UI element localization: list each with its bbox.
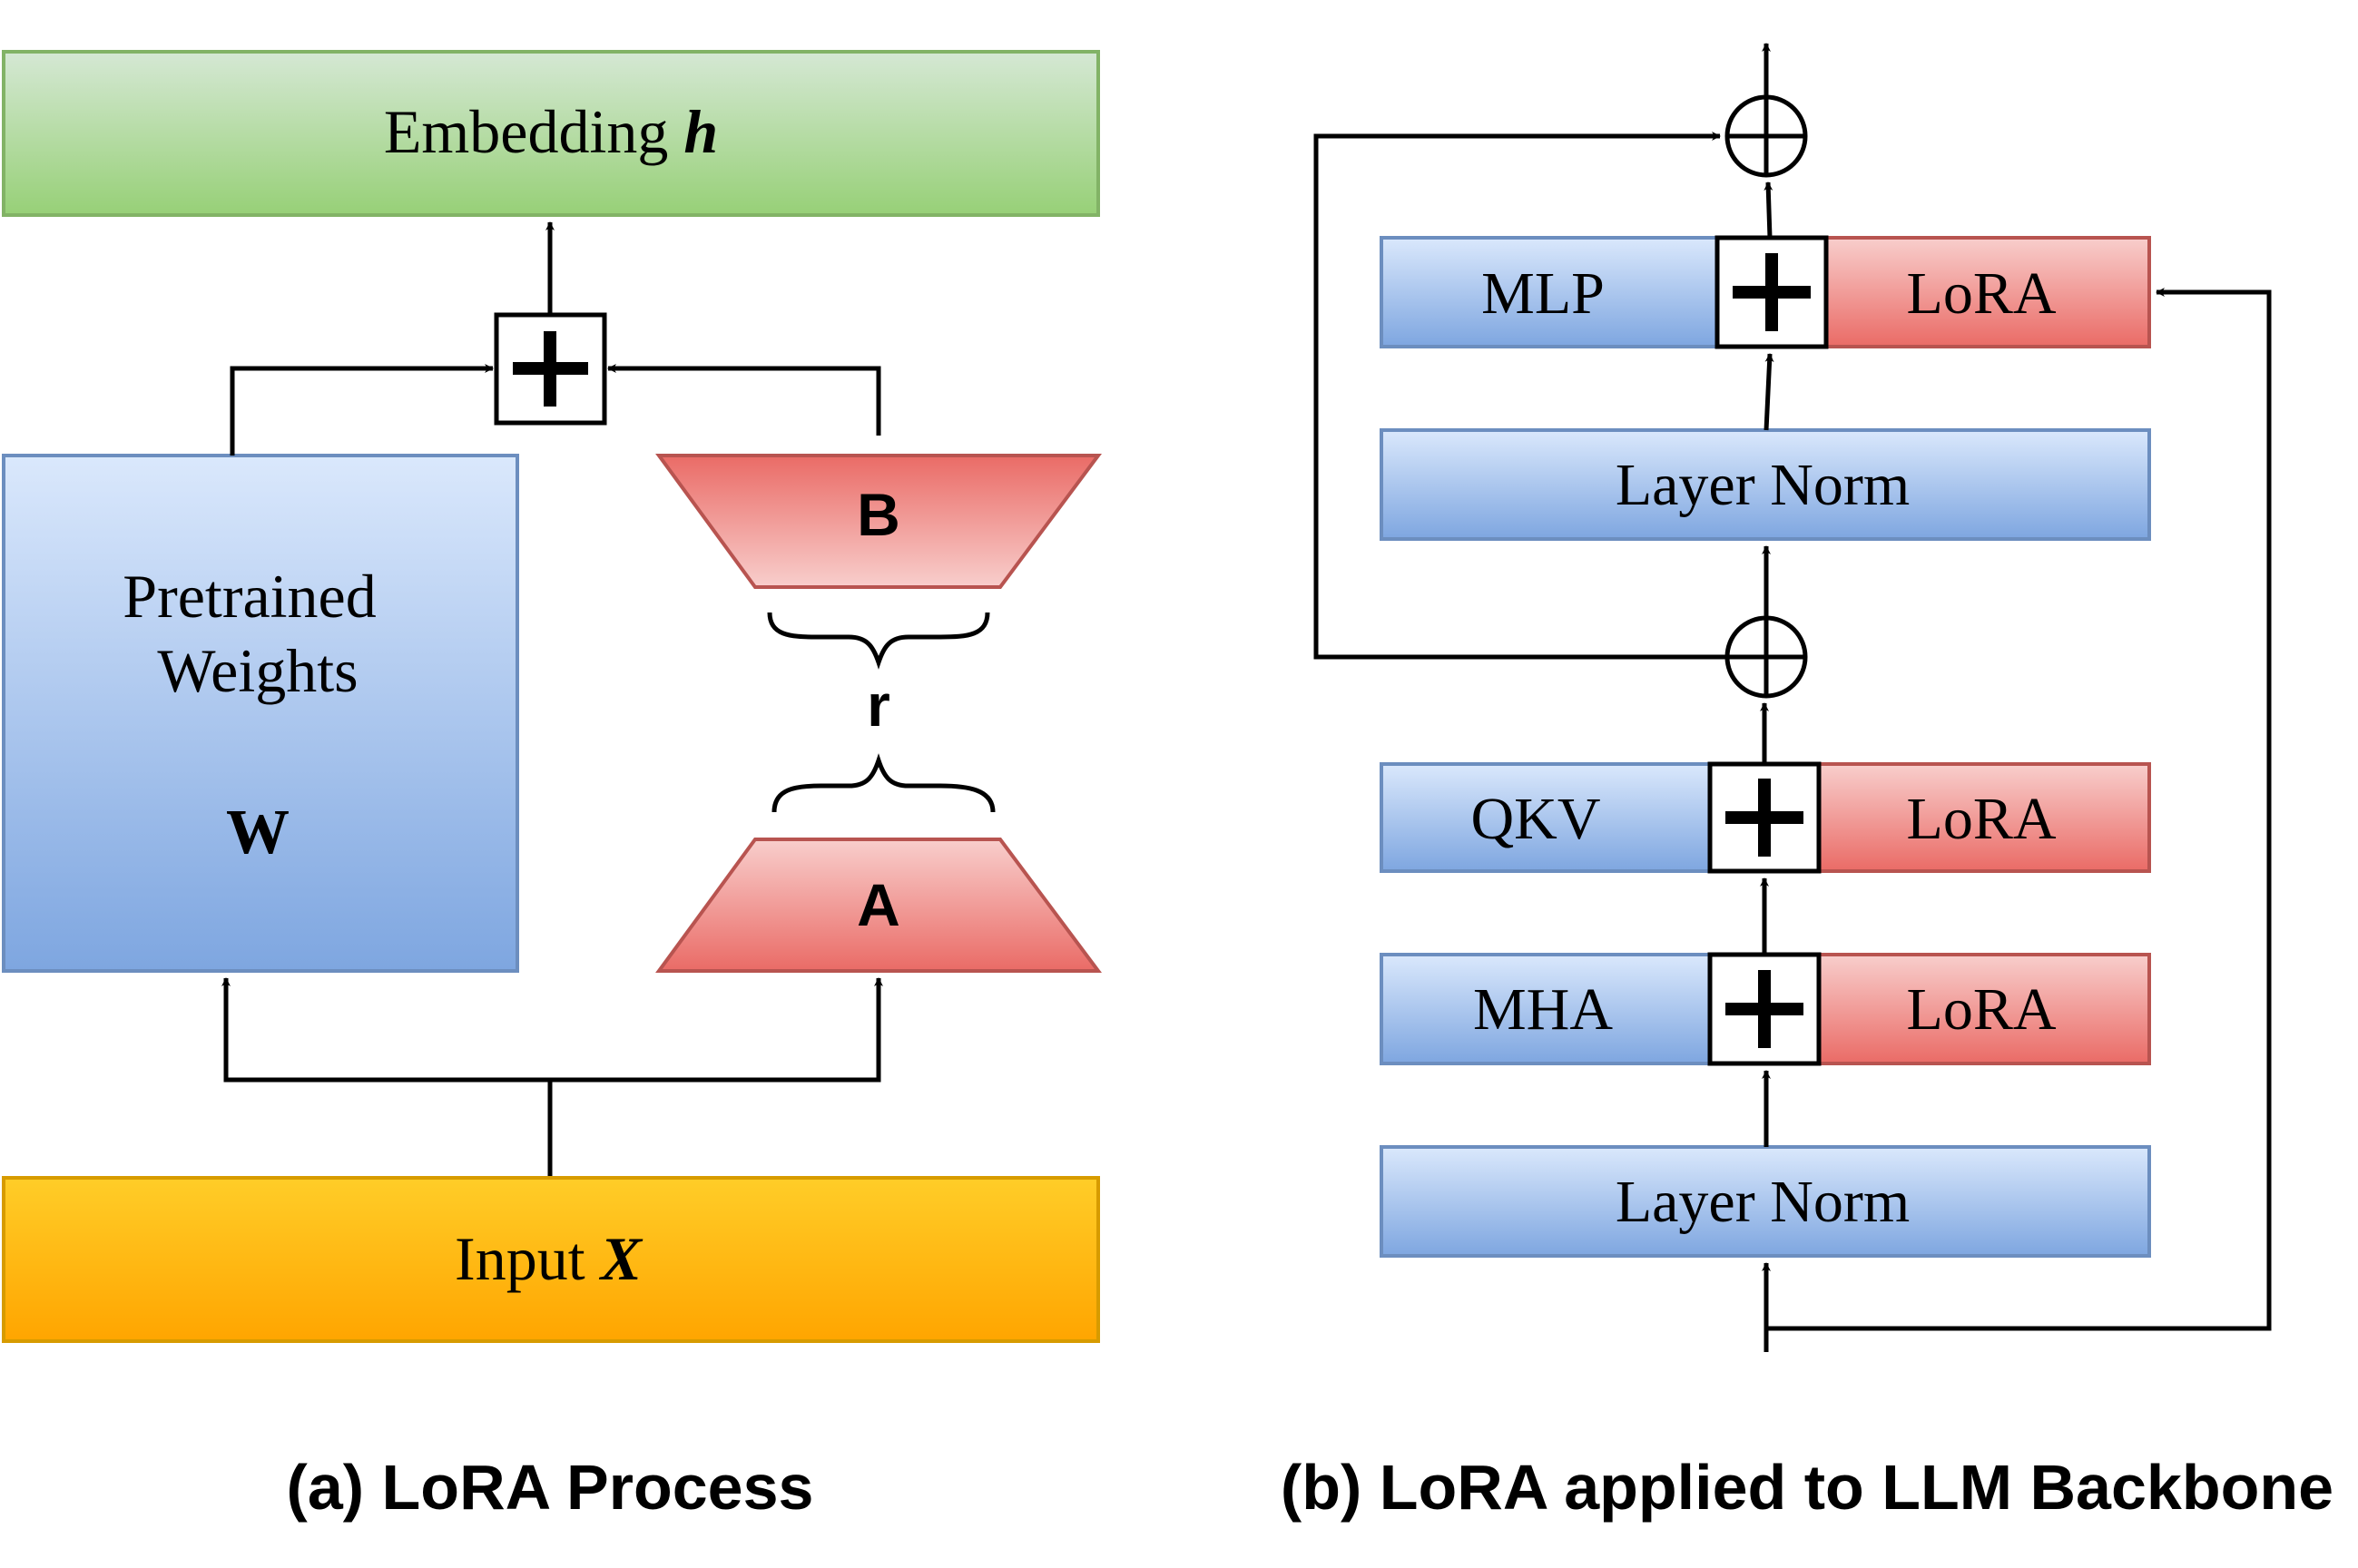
embedding-box <box>2 50 1100 217</box>
rank-label: r <box>867 671 890 739</box>
matrix-a-trapezoid <box>655 838 1102 973</box>
panel-a: Embedding h Pretrained Weights W B A r I… <box>2 50 1102 1523</box>
caption-a: (a) LoRA Process <box>287 1452 814 1523</box>
panel-b: MLP LoRA Layer Norm QKV LoRA MHA LoRA La… <box>1281 43 2333 1523</box>
arrow-input-to-a <box>550 977 883 1083</box>
mha-label: MHA <box>1473 976 1613 1043</box>
arrow-input-to-weights <box>221 977 553 1178</box>
input-label: Input X <box>455 1224 644 1293</box>
mlp-label: MLP <box>1481 260 1605 327</box>
layer-norm-bottom-label: Layer Norm <box>1616 1169 1910 1235</box>
matrix-b-label: B <box>857 481 900 548</box>
arrow-input-to-lora-mlp <box>1766 288 2272 1331</box>
pretrained-weights-box <box>2 454 519 973</box>
pretrained-label-line1: Pretrained <box>123 562 376 631</box>
lora-qkv-label: LoRA <box>1907 786 2057 852</box>
rank-brace-top <box>767 612 990 670</box>
lora-mha-label: LoRA <box>1907 976 2057 1043</box>
lora-mlp-label: LoRA <box>1907 260 2057 327</box>
arrow-b-to-sum <box>607 364 881 436</box>
qkv-label: QKV <box>1471 786 1601 852</box>
rank-brace-bottom <box>771 753 996 813</box>
layer-norm-top-box <box>1380 428 2151 541</box>
caption-b: (b) LoRA applied to LLM Backbone <box>1281 1452 2333 1523</box>
weights-symbol: W <box>226 798 290 867</box>
residual-skip-connection <box>1313 132 1727 660</box>
lora-qkv-box <box>1815 762 2151 873</box>
pretrained-label-line2: Weights <box>157 636 358 705</box>
arrow-layernorm-to-mlp <box>1764 353 1774 431</box>
qkv-box <box>1380 762 1714 873</box>
lora-mha-box <box>1817 953 2151 1065</box>
matrix-a-label: A <box>857 871 900 938</box>
embedding-label: Embedding h <box>384 97 718 166</box>
arrow-weights-to-sum <box>230 364 494 456</box>
arrow-mlp-to-add <box>1764 181 1773 239</box>
input-box <box>2 1176 1100 1343</box>
matrix-b-trapezoid <box>655 454 1102 589</box>
layer-norm-top-label: Layer Norm <box>1616 452 1910 518</box>
mha-box <box>1380 953 1714 1065</box>
